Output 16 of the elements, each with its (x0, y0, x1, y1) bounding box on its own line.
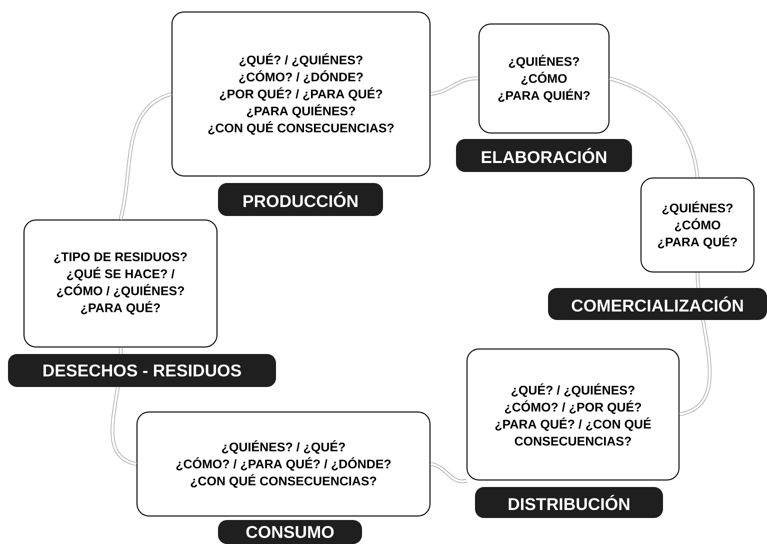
question-box: ¿QUÉ? / ¿QUIÉNES? ¿CÓMO? / ¿POR QUÉ? ¿PARA QUÉ? / ¿CON QUÉ CONSECUENCIAS? (466, 348, 680, 480)
question-box: ¿QUIÉNES? / ¿QUÉ? ¿CÓMO? / ¿PARA QUÉ? / ¿DÓNDE? ¿CON QUÉ CONSECUENCIAS? (136, 412, 430, 516)
stage-label: CONSUMO (218, 520, 362, 544)
ring-line (118, 92, 172, 220)
ring-line (430, 76, 479, 96)
ring-line (608, 76, 700, 178)
question-box: ¿QUIÉNES? ¿CÓMO ¿PARA QUÉ? (640, 178, 754, 272)
stage-label: DESECHOS - RESIDUOS (8, 354, 276, 387)
question-box: ¿QUÉ? / ¿QUIÉNES? ¿CÓMO? / ¿DÓNDE? ¿POR QUÉ? / ¿PARA QUÉ? ¿PARA QUIÉNES? ¿CON QUÉ CONSECUENCIAS? (172, 12, 430, 176)
ring-line (430, 462, 467, 484)
stage-label: COMERCIALIZACIÓN (548, 288, 767, 320)
stage-label: ELABORACIÓN (456, 139, 632, 172)
stage-label: DISTRIBUCIÓN (475, 487, 663, 518)
question-box: ¿TIPO DE RESIDUOS? ¿QUÉ SE HACE? / ¿CÓMO / ¿QUIÉNES? ¿PARA QUÉ? (24, 220, 218, 348)
stage-label: PRODUCCIÓN (218, 183, 383, 216)
question-box: ¿QUIÉNES? ¿CÓMO ¿PARA QUIÉN? (478, 24, 610, 134)
